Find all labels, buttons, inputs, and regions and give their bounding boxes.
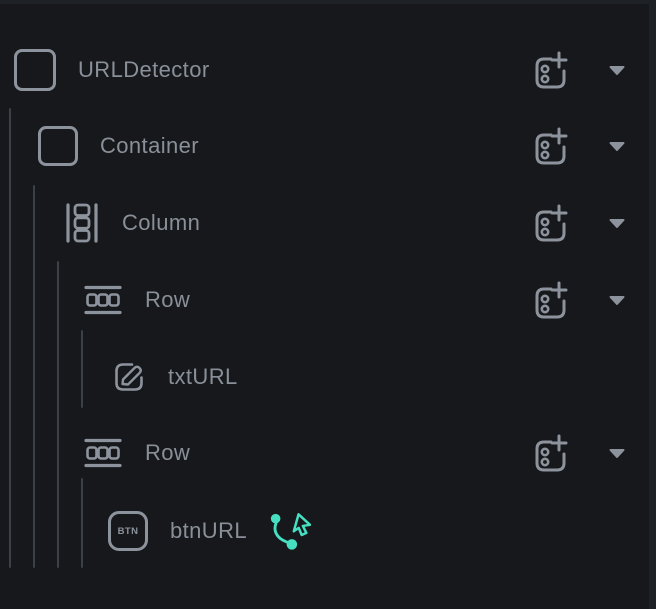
expand-collapse-button[interactable]: [608, 218, 626, 229]
tree-row-column[interactable]: Column: [0, 201, 656, 245]
expand-collapse-button[interactable]: [608, 141, 626, 152]
add-child-widget-button[interactable]: [531, 50, 569, 90]
add-child-widget-button[interactable]: [531, 203, 569, 243]
chevron-down-icon: [609, 141, 625, 151]
indent-guide-level-2: [33, 185, 35, 568]
row-icon: [83, 285, 123, 315]
tree-row-row-1[interactable]: Row: [0, 278, 656, 322]
tree-row-btnurl[interactable]: BTN btnURL: [0, 509, 656, 553]
tree-row-container[interactable]: Container: [0, 124, 656, 168]
widget-square-icon: [14, 49, 56, 91]
tree-row-label: URLDetector: [78, 57, 210, 82]
indent-guide-level-4a: [81, 330, 83, 408]
add-widget-icon: [535, 434, 568, 472]
indent-guide-level-4b: [81, 478, 83, 568]
btn-icon-label: BTN: [117, 525, 139, 537]
chevron-down-icon: [609, 295, 625, 305]
tree-row-label: Row: [145, 287, 191, 312]
add-widget-icon: [535, 51, 568, 89]
indent-guide-level-3: [57, 261, 59, 568]
container-icon: [38, 126, 78, 166]
add-child-widget-button[interactable]: [531, 433, 569, 473]
chevron-down-icon: [609, 65, 625, 75]
textfield-edit-icon: [112, 360, 146, 394]
action-flow-badge[interactable]: [267, 510, 311, 552]
expand-collapse-button[interactable]: [608, 295, 626, 306]
tree-row-txturl[interactable]: txtURL: [0, 355, 656, 399]
column-icon: [64, 201, 100, 245]
button-widget-icon: BTN: [108, 511, 148, 551]
panel-right-edge: [649, 0, 656, 609]
tree-row-label: btnURL: [170, 518, 247, 543]
indent-guide-level-1: [9, 108, 11, 568]
add-widget-icon: [535, 281, 568, 319]
chevron-down-icon: [609, 448, 625, 458]
add-child-widget-button[interactable]: [531, 126, 569, 166]
expand-collapse-button[interactable]: [608, 65, 626, 76]
tree-row-label: txtURL: [168, 364, 238, 389]
add-widget-icon: [535, 204, 568, 242]
tree-row-row-2[interactable]: Row: [0, 431, 656, 475]
chevron-down-icon: [609, 218, 625, 228]
action-cursor-icon: [270, 513, 311, 550]
tree-row-label: Row: [145, 440, 191, 465]
expand-collapse-button[interactable]: [608, 448, 626, 459]
panel-top-edge: [0, 0, 656, 4]
tree-row-label: Column: [122, 210, 201, 235]
add-widget-icon: [535, 127, 568, 165]
row-icon: [83, 438, 123, 468]
add-child-widget-button[interactable]: [531, 280, 569, 320]
tree-row-label: Container: [100, 133, 199, 158]
tree-row-urldetector[interactable]: URLDetector: [0, 48, 656, 92]
